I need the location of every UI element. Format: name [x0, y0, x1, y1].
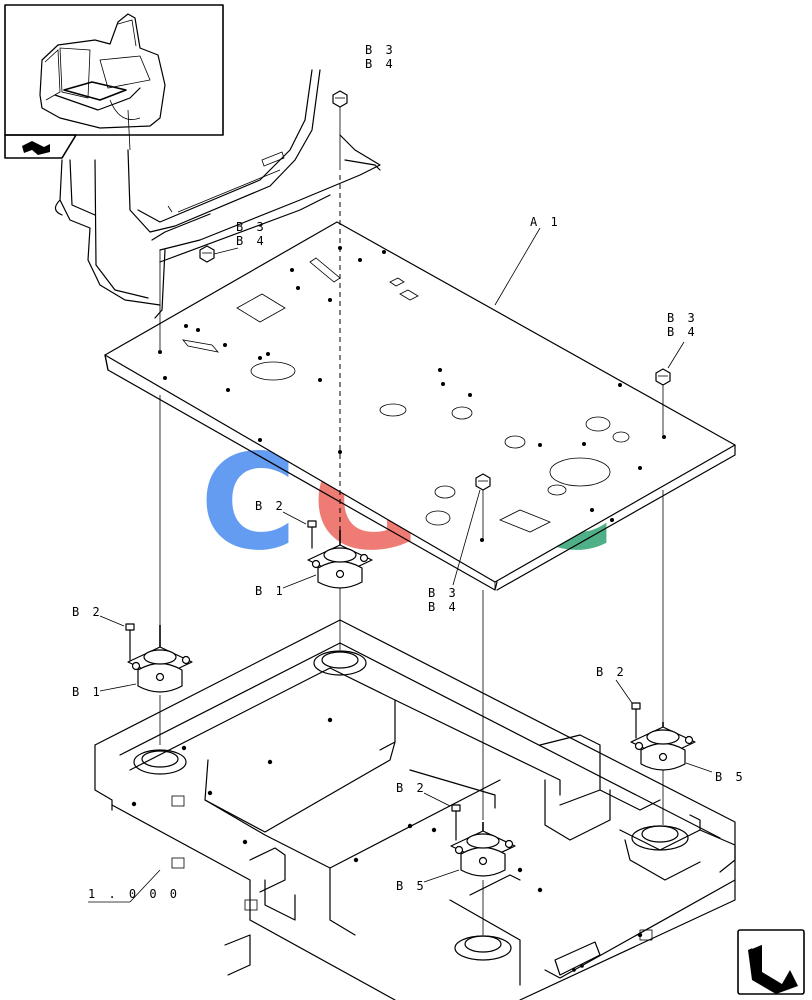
- label-b2-center: B 2: [255, 499, 286, 513]
- label-b3-upper-left: B 3: [236, 220, 267, 234]
- label-b3-right: B 3: [667, 311, 698, 325]
- nut-b3-right: [655, 368, 671, 386]
- mount-b5-bottom: [450, 822, 516, 877]
- label-b2-bottom: B 2: [396, 781, 427, 795]
- mount-b1-upper: [307, 530, 373, 589]
- label-b2-right: B 2: [596, 665, 627, 679]
- cab-frame: [54, 69, 381, 319]
- bolt-b2-right: [631, 702, 641, 739]
- nut-b3-center: [475, 473, 491, 491]
- mount-b5-right: [630, 722, 696, 771]
- callout-labels: A 1 B 3 B 4 B 3 B 4 B 3 B 4 B 3 B 4 B 2 …: [72, 43, 746, 901]
- label-b4-center: B 4: [428, 600, 459, 614]
- label-ref[interactable]: 1 . 0 0 0: [88, 887, 180, 901]
- label-b5-bottom: B 5: [396, 879, 427, 893]
- nut-b3-upper-left: [199, 245, 215, 263]
- label-b1-lower: B 1: [72, 685, 103, 699]
- nut-b3-top: [332, 90, 348, 108]
- label-b4-top: B 4: [365, 57, 396, 71]
- leader-lines: [88, 227, 713, 903]
- bolt-b2-bottom: [451, 804, 461, 841]
- next-page-button[interactable]: [737, 929, 805, 995]
- next-page-arrow-icon[interactable]: [748, 940, 798, 994]
- label-b1-upper: B 1: [255, 584, 286, 598]
- base-frame: [94, 619, 736, 1000]
- label-b3-center: B 3: [428, 586, 459, 600]
- label-a1: A 1: [530, 215, 561, 229]
- bolt-b2-left: [125, 623, 135, 661]
- thumbnail-panel: [4, 4, 224, 159]
- bolt-b2-center: [307, 520, 317, 549]
- label-b5-right: B 5: [715, 770, 746, 784]
- label-b4-right: B 4: [667, 325, 698, 339]
- assembly-axes: [159, 100, 664, 935]
- floor-plate: [104, 221, 736, 591]
- excavator-cab-thumbnail: [39, 13, 166, 129]
- label-b4-upper-left: B 4: [236, 234, 267, 248]
- mount-b1-lower: [127, 625, 193, 693]
- label-b3-top: B 3: [365, 43, 396, 57]
- thumbnail-tab: [4, 134, 77, 159]
- flip-arrow-icon[interactable]: [22, 141, 50, 155]
- label-b2-left: B 2: [72, 605, 103, 619]
